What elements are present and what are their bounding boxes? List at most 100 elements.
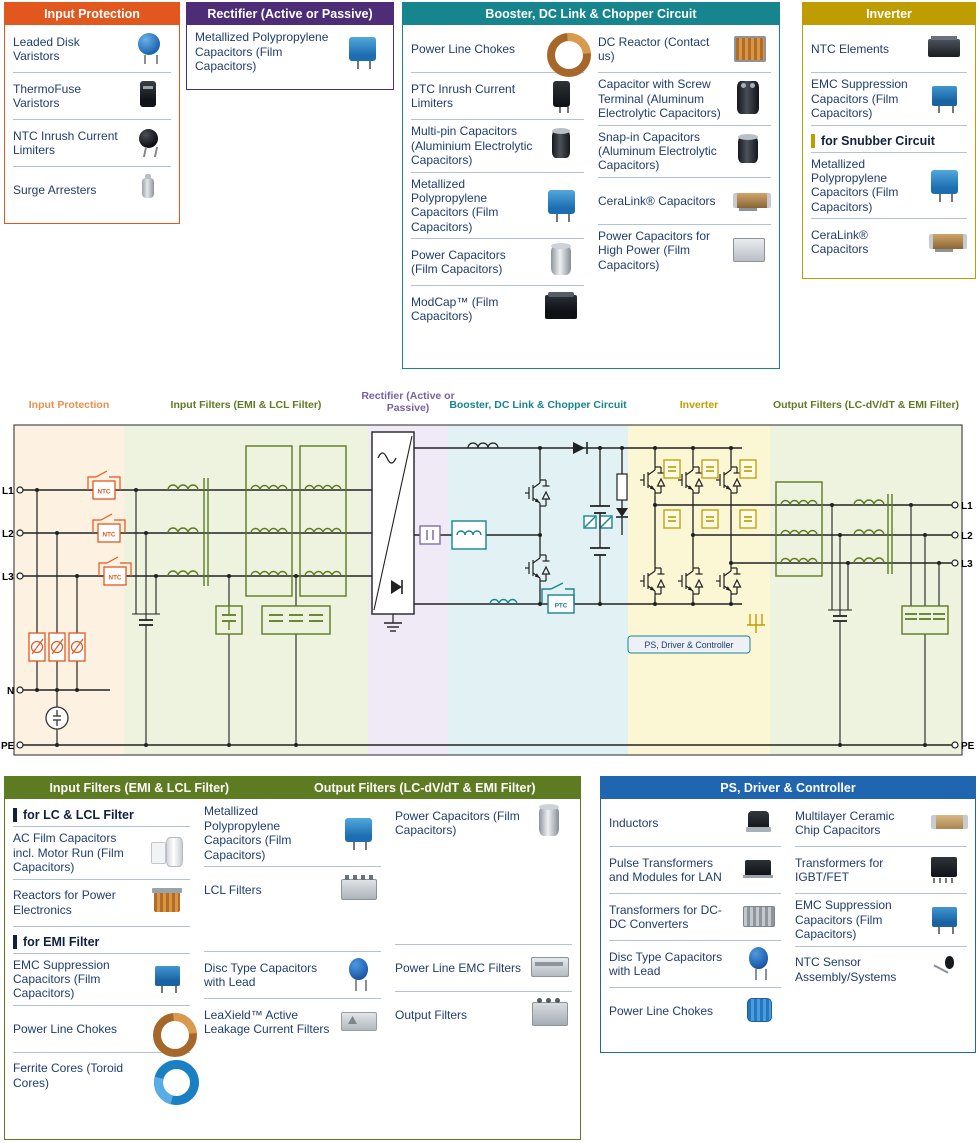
product-label: Metallized Polypropylene Capacitors (Fil… <box>411 176 499 234</box>
dcdc-transformer-icon <box>735 898 781 936</box>
input-protection-symbols: NTC NTC NTC <box>28 470 132 747</box>
product-item[interactable]: EMC Suppression Capacitors (Film Capacit… <box>795 893 967 945</box>
product-item[interactable]: NTC Inrush Current Limiters <box>13 119 171 166</box>
product-item[interactable]: EMC Suppression Capacitors (Film Capacit… <box>811 72 967 124</box>
zone-label-input-protection: Input Protection <box>28 399 110 411</box>
product-item[interactable]: CeraLink® Capacitors <box>598 176 771 224</box>
lcl-filter-icon <box>335 871 381 909</box>
zone-label-rectifier: Rectifier (Active or Passive) <box>361 390 455 414</box>
product-label: EMC Suppression Capacitors (Film Capacit… <box>795 898 892 942</box>
product-item[interactable]: Metallized Polypropylene Capacitors (Fil… <box>811 151 967 219</box>
product-item[interactable]: Multi-pin Capacitors (Aluminium Electrol… <box>411 119 584 171</box>
product-label: Reactors for Power Electronics <box>13 888 116 917</box>
product-item[interactable]: Metallized Polypropylene Capacitors (Fil… <box>411 171 584 239</box>
product-item[interactable]: Power Capacitors (Film Capacitors) <box>395 800 572 846</box>
thermofuse-icon <box>125 77 171 115</box>
product-item[interactable]: Surge Arresters <box>13 166 171 213</box>
snubber-cap-symbols <box>663 459 757 529</box>
section-subheader: for LC & LCL Filter <box>13 800 190 826</box>
filters-product-list-2: Metallized Polypropylene Capacitors (Fil… <box>204 800 381 1045</box>
product-item[interactable]: Pulse Transformers and Modules for LAN <box>609 846 781 893</box>
section-subheader: for Snubber Circuit <box>811 124 967 152</box>
product-label: Multi-pin Capacitors (Aluminium Electrol… <box>411 124 533 168</box>
zone-label-inverter: Inverter <box>679 399 719 411</box>
product-label: Power Line Chokes <box>411 42 516 57</box>
product-label: Multilayer Ceramic Chip Capacitors <box>795 808 895 838</box>
product-item[interactable]: Metallized Polypropylene Capacitors (Fil… <box>204 800 381 866</box>
panel-input-protection-header: Input Protection <box>5 3 179 26</box>
zone-label-booster: Booster, DC Link & Chopper Circuit <box>449 399 627 411</box>
svg-text:PTC: PTC <box>555 603 568 610</box>
product-item[interactable]: Output Filters <box>395 991 572 1038</box>
product-label: PTC Inrush Current Limiters <box>411 81 516 111</box>
product-label: Metallized Polypropylene Capacitors (Fil… <box>204 804 292 862</box>
product-item[interactable]: Metallized Polypropylene Capacitors (Fil… <box>195 26 385 77</box>
product-item[interactable]: NTC Sensor Assembly/Systems <box>795 945 967 993</box>
product-item[interactable]: Disc Type Capacitors with Lead <box>204 950 381 998</box>
product-item[interactable]: ThermoFuse Varistors <box>13 72 171 119</box>
disc-cap-icon <box>335 956 381 994</box>
product-label: NTC Sensor Assembly/Systems <box>795 955 897 984</box>
product-item[interactable]: Ferrite Cores (Toroid Cores) <box>13 1051 199 1105</box>
product-item[interactable]: ModCap™ (Film Capacitors) <box>411 285 584 332</box>
product-item[interactable]: Transformers for IGBT/FET <box>795 846 967 893</box>
pulse-transformer-icon <box>735 851 781 889</box>
film-cap-icon <box>538 186 584 224</box>
product-item[interactable]: LeaXield™ Active Leakage Current Filters <box>204 997 381 1045</box>
svg-text:N: N <box>7 686 14 697</box>
mlcc-icon <box>921 804 968 842</box>
product-item[interactable]: Disc Type Capacitors with Lead <box>609 940 781 987</box>
product-item[interactable]: NTC Elements <box>811 26 967 72</box>
svg-text:L2: L2 <box>2 529 14 540</box>
panel-filters-header: Input Filters (EMI & LCL Filter) Output … <box>5 777 580 800</box>
product-item[interactable]: Multilayer Ceramic Chip Capacitors <box>795 800 968 846</box>
output-filter-symbols <box>775 481 949 747</box>
product-label: DC Reactor (Contact us) <box>598 34 710 64</box>
product-item[interactable]: PTC Inrush Current Limiters <box>411 72 584 119</box>
product-item[interactable]: Transformers for DC-DC Converters <box>609 893 781 940</box>
smd-inductor-icon <box>735 804 781 842</box>
product-label: Metallized Polypropylene Capacitors (Fil… <box>811 156 899 214</box>
zone-label-input-filters: Input Filters (EMI & LCL Filter) <box>170 399 322 411</box>
product-item[interactable]: Reactors for Power Electronics <box>13 878 190 926</box>
product-item[interactable]: LCL Filters <box>204 865 381 913</box>
product-label: EMC Suppression Capacitors (Film Capacit… <box>811 77 908 121</box>
product-label: Surge Arresters <box>13 183 97 198</box>
product-item[interactable]: EMC Suppression Capacitors (Film Capacit… <box>13 952 190 1005</box>
emc-filter-box-icon <box>526 949 572 987</box>
circuit-zone-labels: Input Protection Input Filters (EMI & LC… <box>0 390 980 418</box>
svg-text:L1: L1 <box>2 486 14 497</box>
product-item[interactable]: Snap-in Capacitors (Aluminum Electrolyti… <box>598 124 771 177</box>
product-label: Inductors <box>609 816 659 831</box>
panel-ps-driver-header: PS, Driver & Controller <box>601 777 975 800</box>
product-item[interactable]: Power Line Chokes <box>13 1004 197 1057</box>
product-item[interactable]: Capacitor with Screw Terminal (Aluminum … <box>598 72 771 124</box>
product-item[interactable]: Power Capacitors for High Power (Film Ca… <box>598 223 771 276</box>
product-item[interactable]: Power Line Chokes <box>609 987 781 1034</box>
product-item[interactable]: Power Capacitors (Film Capacitors) <box>411 238 584 285</box>
product-label: Disc Type Capacitors with Lead <box>204 960 318 989</box>
film-cap-icon <box>921 166 967 204</box>
product-label: Output Filters <box>395 1008 468 1023</box>
rectifier-aux-symbol <box>419 525 441 545</box>
svg-text:L3: L3 <box>961 559 973 570</box>
product-item[interactable]: AC Film Capacitors incl. Motor Run (Film… <box>13 826 190 878</box>
product-item[interactable]: DC Reactor (Contact us) <box>598 26 771 72</box>
svg-text:NTC: NTC <box>103 532 116 539</box>
panel-inverter-header: Inverter <box>803 3 975 26</box>
product-item[interactable]: Power Line Chokes <box>411 26 591 78</box>
power-line-choke-icon <box>538 30 591 78</box>
ntc-disk-icon <box>125 124 171 162</box>
product-item[interactable]: CeraLink® Capacitors <box>811 218 967 265</box>
product-item[interactable]: Leaded Disk Varistors <box>13 26 171 72</box>
reactor-icon <box>144 884 190 922</box>
product-item[interactable]: Power Line EMC Filters <box>395 944 572 991</box>
product-item[interactable]: Inductors <box>609 800 781 846</box>
product-label: Snap-in Capacitors (Aluminum Electrolyti… <box>598 129 717 173</box>
driver-ntc-symbol <box>747 614 765 633</box>
svg-text:L3: L3 <box>2 572 14 583</box>
